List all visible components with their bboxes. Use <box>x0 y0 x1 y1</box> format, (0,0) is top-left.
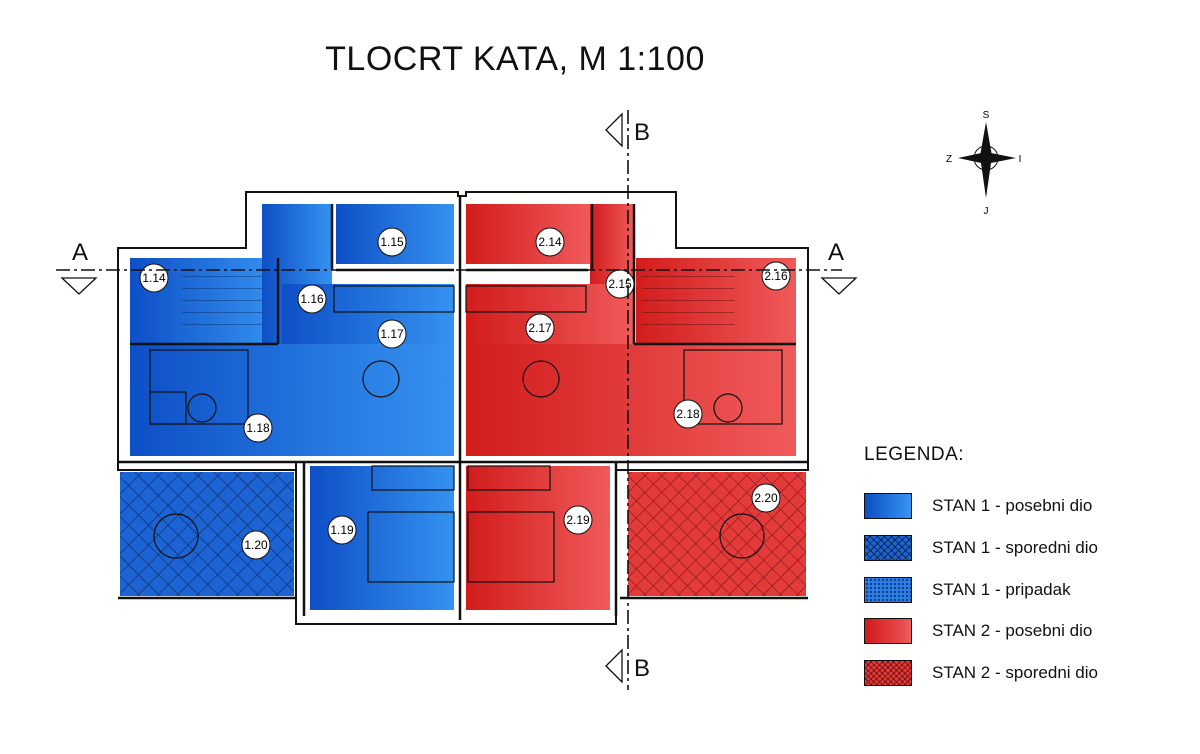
legend-swatch-red-solid <box>864 618 912 644</box>
legend-swatch-blue-solid <box>864 493 912 519</box>
room-2-18 <box>466 344 796 456</box>
section-label-b-top: B <box>634 119 650 146</box>
svg-text:2.16: 2.16 <box>764 269 788 283</box>
legend-label: STAN 1 - posebni dio <box>932 496 1093 515</box>
room-label-1-17: 1.17 <box>377 319 407 349</box>
section-label-a-left: A <box>72 239 88 266</box>
drawing-title: TLOCRT KATA, M 1:100 <box>325 40 705 78</box>
legend-item-stan2-sporedni: STAN 2 - sporedni dio <box>864 658 1098 688</box>
room-label-1-15: 1.15 <box>377 227 407 257</box>
section-markers <box>60 112 858 684</box>
room-2-14 <box>466 204 590 264</box>
room-label-2-14: 2.14 <box>535 227 565 257</box>
legend-swatch-blue-hatch <box>864 535 912 561</box>
legend-label: STAN 2 - posebni dio <box>932 621 1093 640</box>
svg-text:2.14: 2.14 <box>538 235 562 249</box>
room-label-1-20: 1.20 <box>241 530 271 560</box>
interior-walls <box>118 196 808 620</box>
room-label-1-14: 1.14 <box>139 263 169 293</box>
room-label-2-19: 2.19 <box>563 505 593 535</box>
legend-swatch-red-hatch <box>864 660 912 686</box>
svg-text:2.18: 2.18 <box>676 407 700 421</box>
svg-text:2.15: 2.15 <box>608 277 632 291</box>
svg-text:1.15: 1.15 <box>380 235 404 249</box>
svg-text:2.17: 2.17 <box>528 321 552 335</box>
room-label-2-15: 2.15 <box>605 269 635 299</box>
svg-text:1.14: 1.14 <box>142 271 166 285</box>
section-lines <box>56 110 842 690</box>
legend-item-stan1-pripadak: STAN 1 - pripadak <box>864 575 1071 605</box>
room-label-2-20: 2.20 <box>751 483 781 513</box>
compass-east: I <box>1019 154 1022 165</box>
legend-title: LEGENDA: <box>864 444 965 465</box>
room-label-2-16: 2.16 <box>761 261 791 291</box>
room-label-1-18: 1.18 <box>243 413 273 443</box>
svg-text:2.19: 2.19 <box>566 513 590 527</box>
svg-text:1.19: 1.19 <box>330 523 354 537</box>
stair-2 <box>642 270 734 336</box>
legend-label: STAN 1 - sporedni dio <box>932 538 1098 557</box>
furniture <box>149 285 783 583</box>
section-label-b-bottom: B <box>634 655 650 682</box>
svg-text:1.18: 1.18 <box>246 421 270 435</box>
room-1-18 <box>130 344 454 456</box>
legend-item-stan1-sporedni: STAN 1 - sporedni dio <box>864 533 1098 563</box>
compass-north: S <box>983 110 990 121</box>
legend-label: STAN 1 - pripadak <box>932 580 1071 599</box>
svg-text:1.17: 1.17 <box>380 327 404 341</box>
compass-south: J <box>984 206 989 217</box>
room-1-20 <box>120 472 294 596</box>
svg-text:2.20: 2.20 <box>754 491 778 505</box>
room-2-19 <box>466 466 610 610</box>
legend-label: STAN 2 - sporedni dio <box>932 663 1098 682</box>
room-label-1-19: 1.19 <box>327 515 357 545</box>
room-label-2-17: 2.17 <box>525 313 555 343</box>
room-label-1-16: 1.16 <box>297 284 327 314</box>
room-2-20 <box>628 472 806 596</box>
room-label-2-18: 2.18 <box>673 399 703 429</box>
compass-west: Z <box>946 154 952 165</box>
svg-text:1.16: 1.16 <box>300 292 324 306</box>
compass-rose: S J Z I <box>946 110 1021 217</box>
section-label-a-right: A <box>828 239 844 266</box>
stair-1 <box>182 270 272 336</box>
legend-swatch-blue-dots <box>864 577 912 603</box>
legend-item-stan1-posebni: STAN 1 - posebni dio <box>864 491 1092 521</box>
room-labels: 1.14 1.15 1.16 1.17 1.18 1.19 1.20 2.14 … <box>139 227 791 560</box>
svg-text:1.20: 1.20 <box>244 538 268 552</box>
legend-item-stan2-posebni: STAN 2 - posebni dio <box>864 616 1092 646</box>
